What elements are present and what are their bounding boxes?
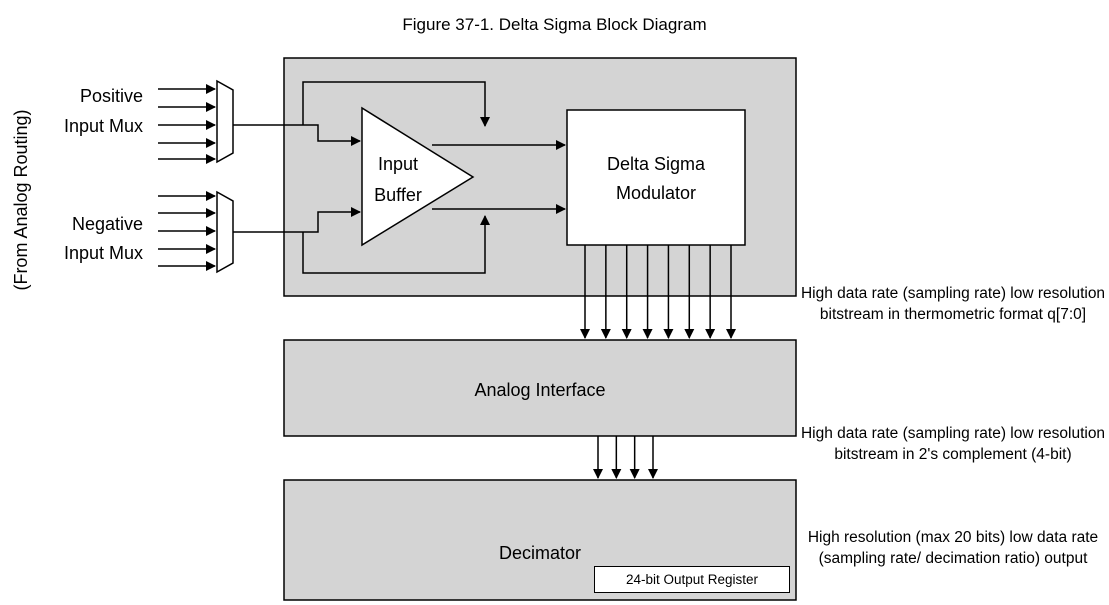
negative-mux-input-arrows (158, 191, 216, 271)
output-register-label: 24-bit Output Register (625, 572, 759, 587)
input-buffer-label-line2: Buffer (374, 185, 422, 205)
buffer-bypass-wires (302, 81, 490, 274)
analog-interface-block (283, 339, 797, 437)
modulator-output-note: High data rate (sampling rate) low resol… (800, 285, 1106, 324)
positive-mux-input-arrows (158, 84, 216, 164)
output-register-box: 24-bit Output Register (594, 566, 790, 593)
analog-interface-label: Analog Interface (474, 380, 606, 400)
interface-output-bus (593, 436, 658, 479)
figure-title: Figure 37-1. Delta Sigma Block Diagram (402, 15, 707, 34)
negative-mux-label-line1: Negative (71, 214, 143, 234)
modulator-output-bus (580, 245, 736, 339)
positive-mux-shape (216, 79, 234, 164)
decimator-label: Decimator (498, 543, 582, 563)
modulator-label-line1: Delta Sigma (606, 154, 706, 174)
input-buffer-label-line1: Input (377, 154, 419, 174)
input-buffer-triangle (361, 106, 475, 247)
positive-mux-label-line2: Input Mux (63, 116, 143, 136)
delta-sigma-modulator-block (566, 109, 746, 246)
mux-to-buffer-wires (233, 124, 361, 233)
side-label-analog-routing: (From Analog Routing) (11, 109, 31, 291)
decimator-output-note: High resolution (max 20 bits) low data r… (807, 529, 1099, 568)
negative-mux-shape (216, 190, 234, 274)
interface-output-note: High data rate (sampling rate) low resol… (800, 425, 1106, 464)
modulator-label-line2: Modulator (615, 183, 697, 203)
positive-mux-label-line1: Positive (79, 86, 143, 106)
buffer-to-modulator-wires (432, 140, 566, 214)
negative-mux-label-line2: Input Mux (63, 243, 143, 263)
